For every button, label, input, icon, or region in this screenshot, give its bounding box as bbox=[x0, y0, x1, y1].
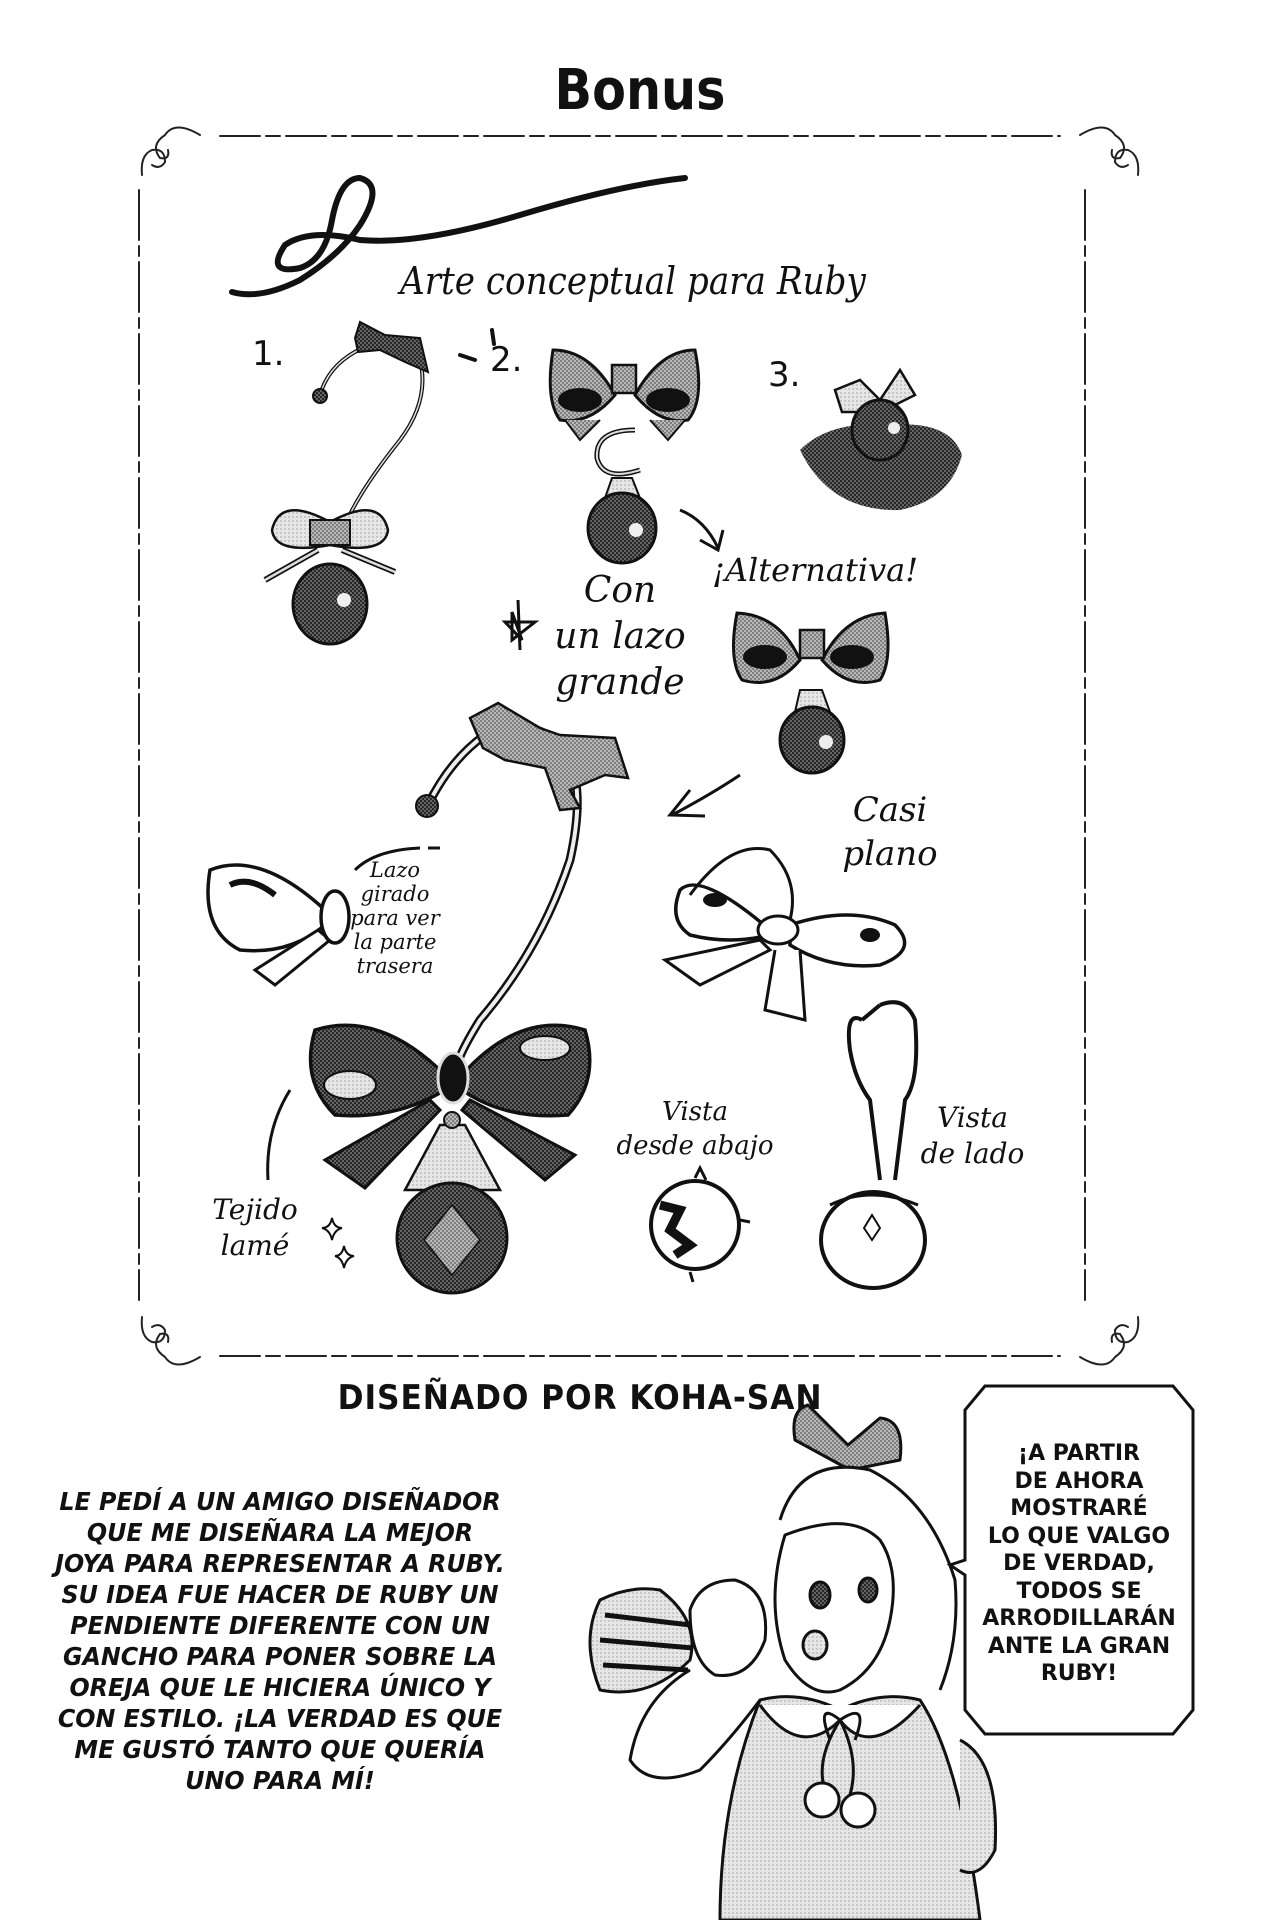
label-rotated-bow: Lazo girado para ver la parte trasera bbox=[350, 858, 440, 978]
design-number-1: 1. bbox=[252, 334, 285, 374]
design-3-earring bbox=[800, 367, 962, 511]
label-almost-flat: Casi plano bbox=[842, 790, 938, 874]
arrow-icon bbox=[666, 773, 741, 818]
label-alternative: ¡Alternativa! bbox=[712, 551, 919, 589]
design-2-earring bbox=[458, 328, 725, 565]
label-big-bow: Con un lazo grande bbox=[554, 570, 686, 703]
sparkle-icon bbox=[334, 1245, 355, 1269]
main-earring bbox=[308, 701, 630, 1295]
bottom-view-sketch bbox=[649, 1164, 751, 1283]
speech-bubble-text: ¡A PARTIR DE AHORA MOSTRARÉ LO QUE VALGO… bbox=[982, 1441, 1176, 1686]
page-title: Bonus bbox=[554, 58, 726, 123]
description-text: LE PEDÍ A UN AMIGO DISEÑADOR QUE ME DISE… bbox=[55, 1487, 505, 1795]
pointer-line bbox=[266, 1089, 292, 1181]
label-bottom-view: Vista desde abajo bbox=[616, 1097, 774, 1161]
string-decoration bbox=[229, 174, 688, 298]
rotated-bow-sketch bbox=[206, 846, 440, 987]
speech-bubble-shape bbox=[946, 1384, 1195, 1736]
concept-art-subtitle: Arte conceptual para Ruby bbox=[400, 259, 866, 303]
side-view-sketch bbox=[819, 1000, 927, 1290]
label-side-view: Vista de lado bbox=[920, 1101, 1025, 1170]
star-doodle bbox=[501, 599, 540, 651]
design-number-2: 2. bbox=[490, 340, 523, 380]
design-1-earring bbox=[263, 320, 430, 646]
sparkle-icon bbox=[321, 1217, 343, 1241]
alternative-bow-earring bbox=[732, 611, 890, 775]
flat-bow-sketch bbox=[661, 847, 907, 1022]
design-number-3: 3. bbox=[768, 355, 801, 395]
designer-credit: DISEÑADO POR KOHA-SAN bbox=[337, 1378, 823, 1418]
character-ruby-illustration bbox=[588, 1403, 998, 1920]
label-fabric: Tejido lamé bbox=[212, 1193, 298, 1262]
ornamental-frame bbox=[138, 126, 1140, 1366]
